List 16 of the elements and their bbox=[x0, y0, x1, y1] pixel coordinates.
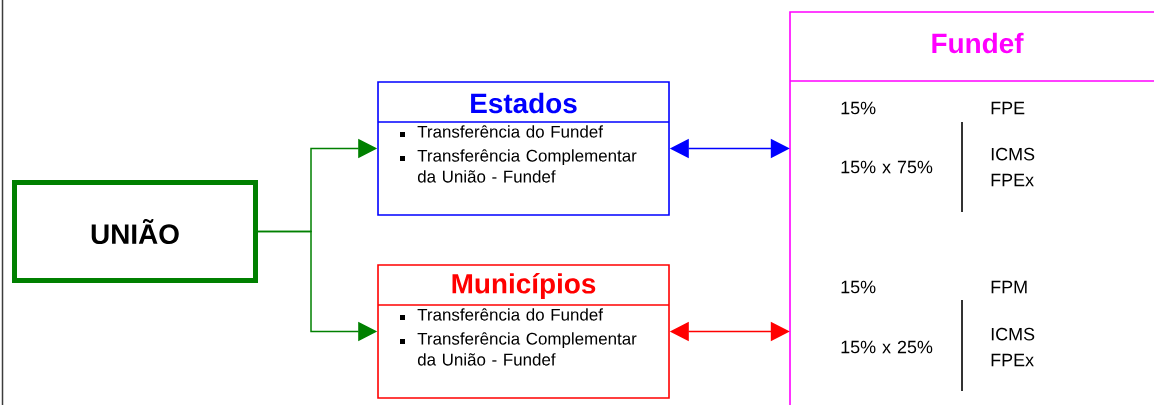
bullet-item: Transferência do Fundef bbox=[400, 308, 603, 321]
fund-label: ICMS FPEx bbox=[991, 147, 1035, 187]
fund-label: ICMS FPEx bbox=[991, 327, 1035, 367]
main-box: UNIÃO bbox=[12, 180, 258, 283]
panel-heading: Fundef bbox=[932, 32, 1024, 54]
fund-label: FPM bbox=[991, 280, 1027, 294]
bullet-item: Transferência Complementar da União - Fundef bbox=[400, 332, 637, 366]
percentage-label: 15% x 75% bbox=[841, 160, 933, 174]
bullet-item: Transferência Complementar da União - Fundef bbox=[400, 149, 637, 183]
bullet-item: Transferência do Fundef bbox=[400, 125, 603, 138]
percentage-label: 15% bbox=[841, 101, 876, 115]
percentage-label: 15% bbox=[841, 280, 876, 294]
card-heading: Municípios bbox=[452, 272, 596, 300]
percentage-label: 15% x 25% bbox=[841, 340, 933, 354]
card-heading: Estados bbox=[471, 92, 577, 114]
fund-label: FPE bbox=[991, 101, 1025, 115]
